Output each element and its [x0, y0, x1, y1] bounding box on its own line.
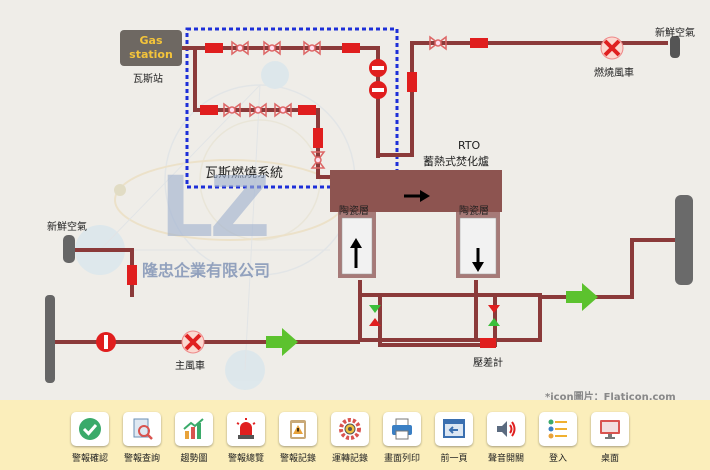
alarm-query-label: 警報查詢: [123, 454, 160, 464]
process-diagram: Gas station 瓦斯站 瓦斯燃燒系統 RTO 蓄熱式焚化爐 陶瓷層 陶瓷…: [45, 27, 695, 390]
butterfly-valves: [223, 35, 447, 169]
trend-chart-icon: [175, 412, 213, 446]
rto-subtitle: 蓄熱式焚化爐: [423, 155, 489, 168]
combustion-fan-icon[interactable]: [600, 36, 624, 60]
speaker-icon: [487, 412, 525, 446]
alarm-query-button[interactable]: 警報查詢: [121, 412, 163, 464]
desktop-button[interactable]: 桌面: [589, 412, 631, 464]
alarm-overview-label: 警報總覽: [227, 454, 264, 464]
diagram-canvas: [45, 27, 693, 390]
login-users-icon: [539, 412, 577, 446]
login-button[interactable]: 登入: [537, 412, 579, 464]
gas-station-label: Gas station: [129, 34, 173, 61]
outlet-duct-right: [675, 195, 693, 285]
combustion-system-box: [185, 27, 399, 189]
ceramic-right-label: 陶瓷層: [459, 206, 489, 217]
login-label: 登入: [548, 454, 567, 464]
operation-record-label: 運轉記錄: [331, 454, 368, 464]
sound-toggle-button[interactable]: 聲音開關: [485, 412, 527, 464]
desktop-label: 桌面: [600, 454, 619, 464]
ceramic-left-label: 陶瓷層: [339, 206, 369, 217]
main-fan-icon[interactable]: [181, 330, 205, 354]
pressure-gauge-label: 壓差計: [473, 358, 503, 369]
alarm-confirm-label: 警報確認: [71, 454, 108, 464]
print-screen-label: 畫面列印: [383, 454, 420, 464]
back-page-icon: [435, 412, 473, 446]
inline-valves: [127, 38, 496, 348]
flow-arrows: [266, 283, 598, 356]
watermark-logo: LZ: [160, 158, 270, 256]
main-fan-label: 主風車: [175, 361, 205, 372]
alarm-record-button[interactable]: 警報記錄: [277, 412, 319, 464]
trend-chart-label: 趨勢圖: [180, 454, 208, 464]
search-document-icon: [123, 412, 161, 446]
gear-icon: [331, 412, 369, 446]
check-circle-icon: [71, 412, 109, 446]
stop-valves: [96, 59, 387, 352]
alarm-confirm-button[interactable]: 警報確認: [69, 412, 111, 464]
fresh-air-left-label: 新鮮空氣: [47, 222, 87, 233]
combustion-system-label: 瓦斯燃燒系統: [205, 166, 284, 181]
operation-record-button[interactable]: 運轉記錄: [329, 412, 371, 464]
fresh-air-inlet-top: [670, 36, 680, 58]
gas-station-caption: 瓦斯站: [133, 74, 163, 85]
trend-chart-button[interactable]: 趨勢圖: [173, 412, 215, 464]
alarm-overview-button[interactable]: 警報總覽: [225, 412, 267, 464]
siren-icon: [227, 412, 265, 446]
rto-chamber: [330, 170, 502, 212]
alarm-record-label: 警報記錄: [279, 454, 316, 464]
sound-toggle-label: 聲音開關: [487, 454, 524, 464]
bottom-toolbar: 警報確認 警報查詢 趨勢圖 警報總覽 警報記錄 運轉記錄 畫面列印: [0, 400, 710, 470]
switching-valves: [369, 305, 500, 326]
previous-page-button[interactable]: 前一頁: [433, 412, 475, 464]
print-screen-button[interactable]: 畫面列印: [381, 412, 423, 464]
watermark-company: 隆忠企業有限公司: [142, 261, 271, 280]
inlet-duct-left: [45, 295, 55, 383]
gas-station-block[interactable]: Gas station: [120, 30, 182, 66]
combustion-fan-label: 燃燒風車: [594, 68, 634, 79]
previous-page-label: 前一頁: [440, 454, 468, 464]
icon-credit: *icon圖片：Flaticon.com: [545, 392, 676, 403]
fresh-air-top-label: 新鮮空氣: [655, 28, 695, 39]
clipboard-warning-icon: [279, 412, 317, 446]
fresh-air-inlet-left: [63, 235, 75, 263]
rto-title: RTO: [458, 139, 481, 152]
printer-icon: [383, 412, 421, 446]
desktop-icon: [591, 412, 629, 446]
